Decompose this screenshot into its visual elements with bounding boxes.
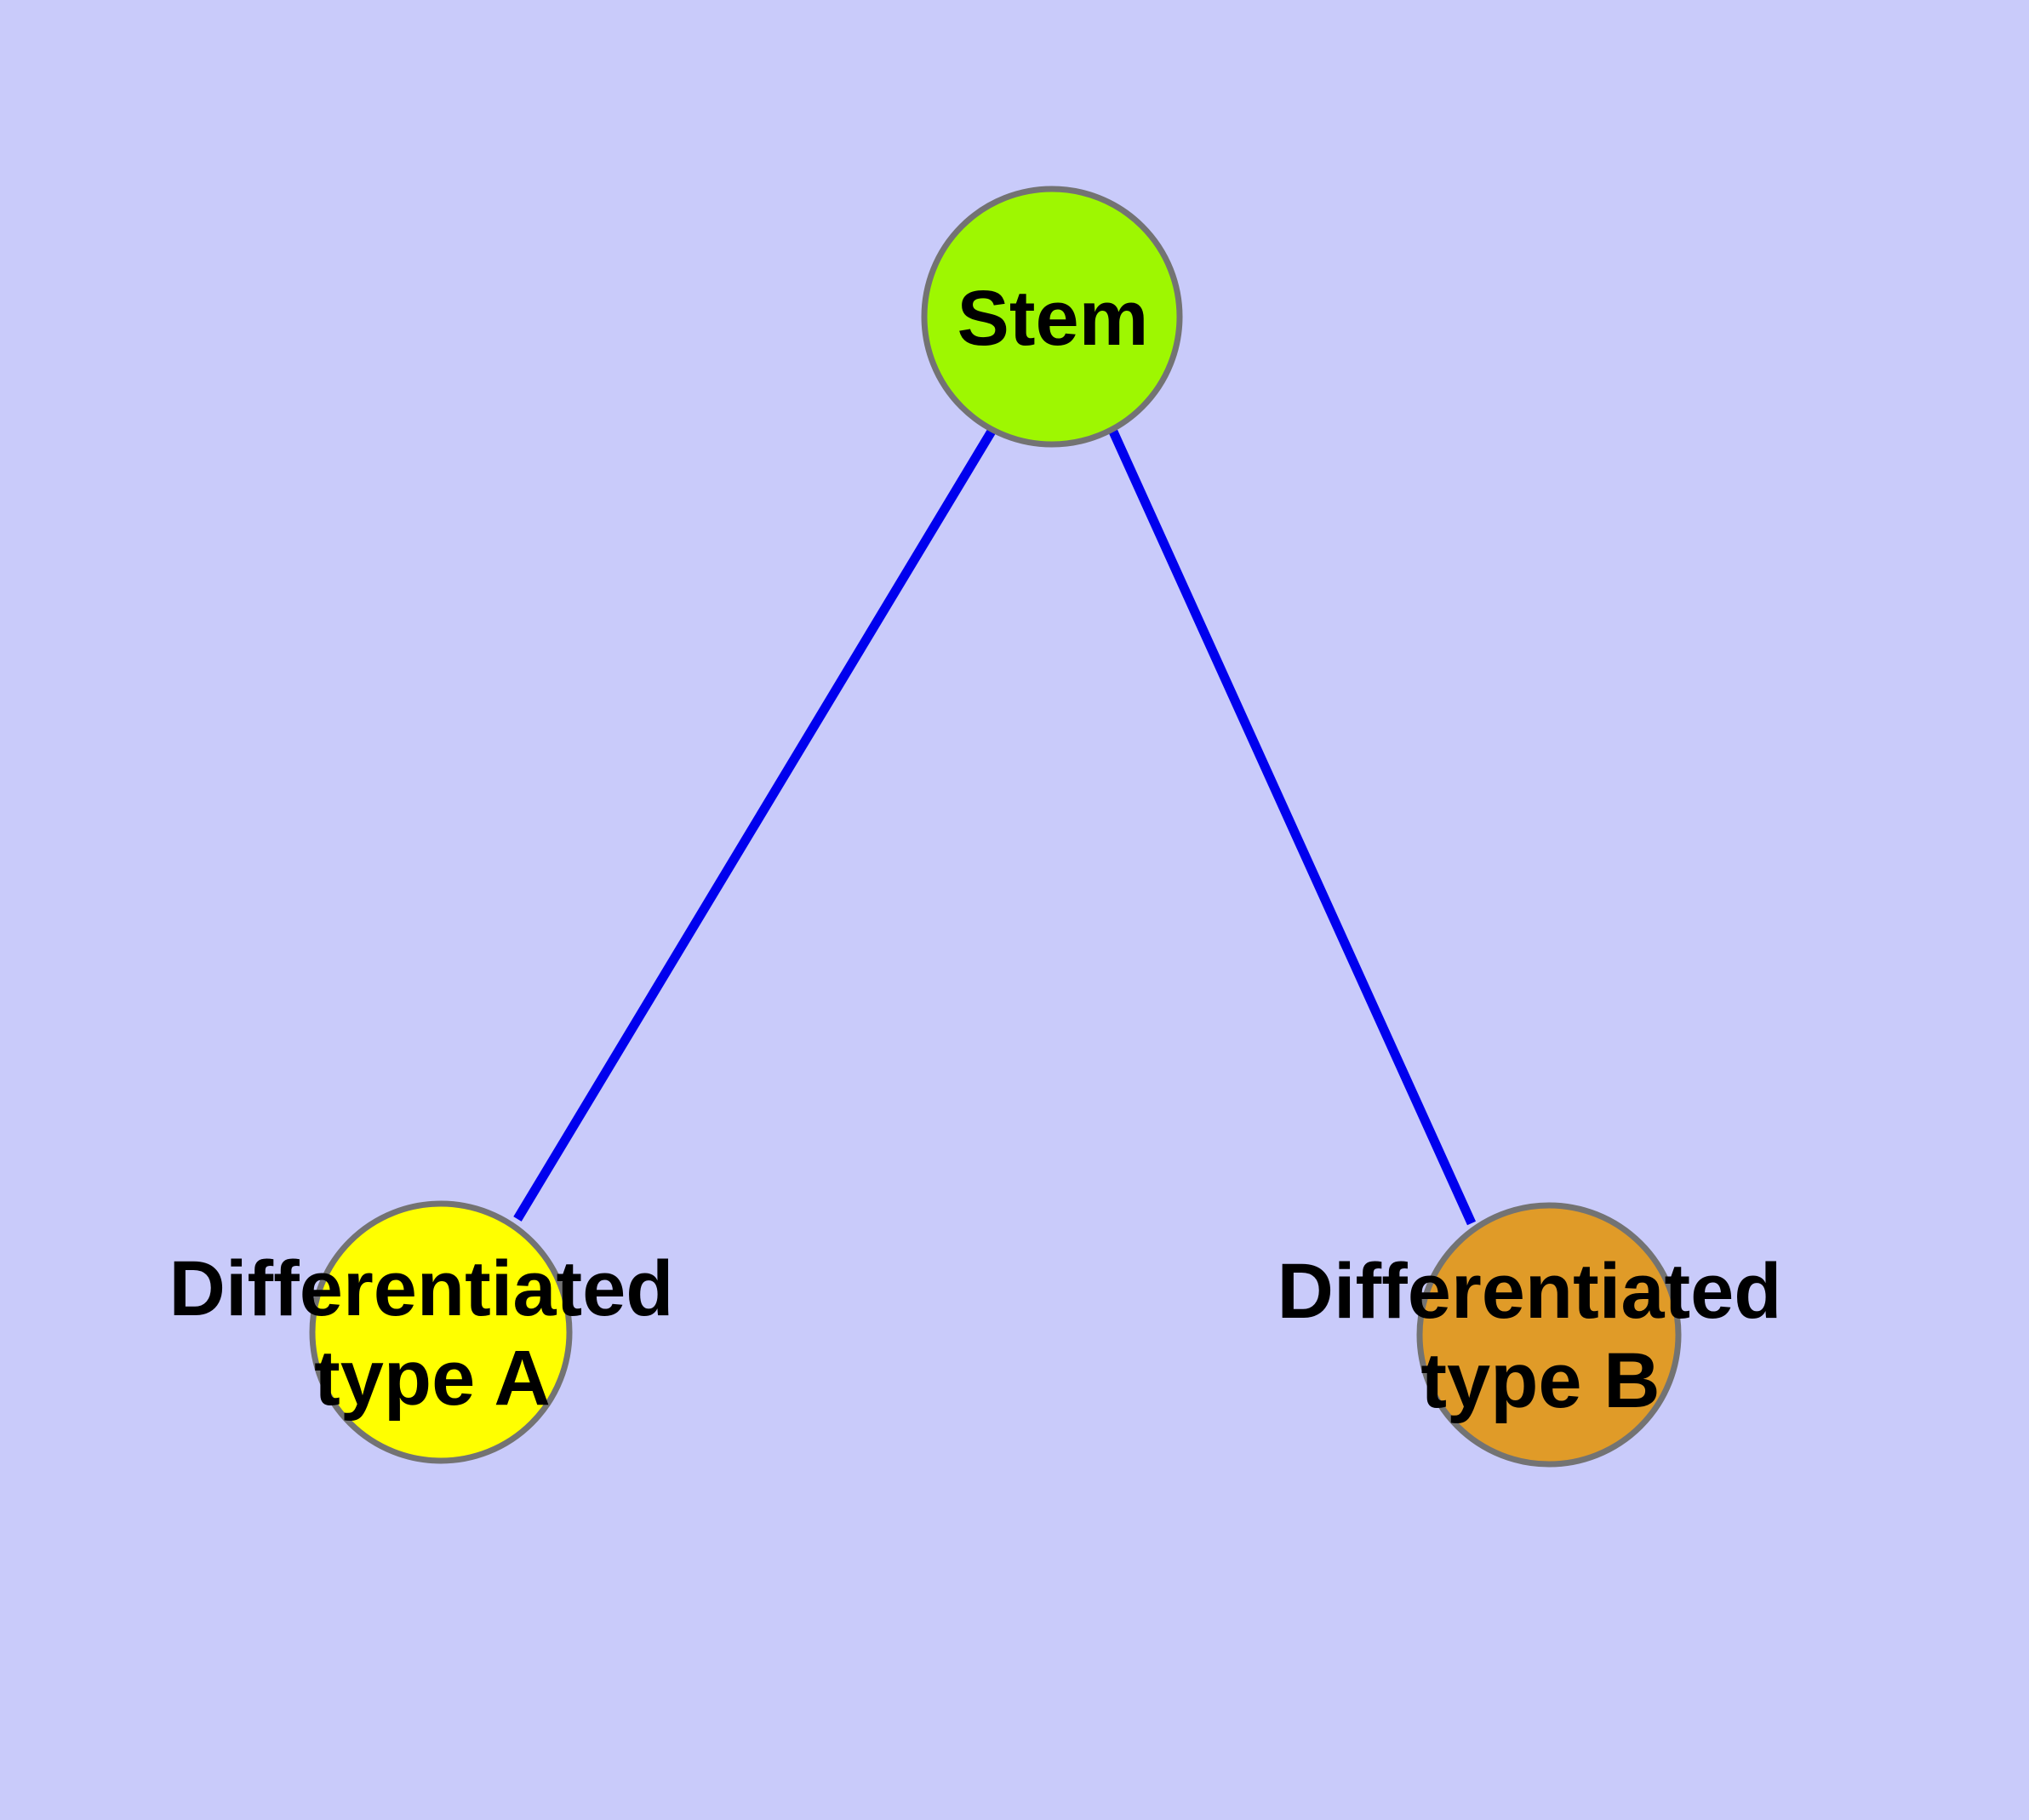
edge-stem-to-differentiated-type-a[interactable] <box>513 427 997 1222</box>
node-differentiated-type-b-label-line1: Differentiated <box>1277 1248 1782 1335</box>
edge-layer <box>513 427 1477 1226</box>
node-stem-label: Stem <box>957 275 1149 362</box>
node-differentiated-type-b-circle[interactable] <box>1416 1202 1682 1468</box>
node-differentiated-type-a-label-line2: type A <box>314 1335 551 1422</box>
node-differentiated-type-a-label-line1: Differentiated <box>169 1245 674 1332</box>
node-stem-circle[interactable] <box>921 186 1183 448</box>
node-layer <box>309 186 1682 1468</box>
label-layer: Stem Differentiated type A Differentiate… <box>169 275 1782 1424</box>
edge-stem-to-differentiated-type-b[interactable] <box>1108 429 1477 1226</box>
node-differentiated-type-a-circle[interactable] <box>309 1200 573 1464</box>
node-differentiated-type-b-label-line2: type B <box>1420 1337 1660 1424</box>
